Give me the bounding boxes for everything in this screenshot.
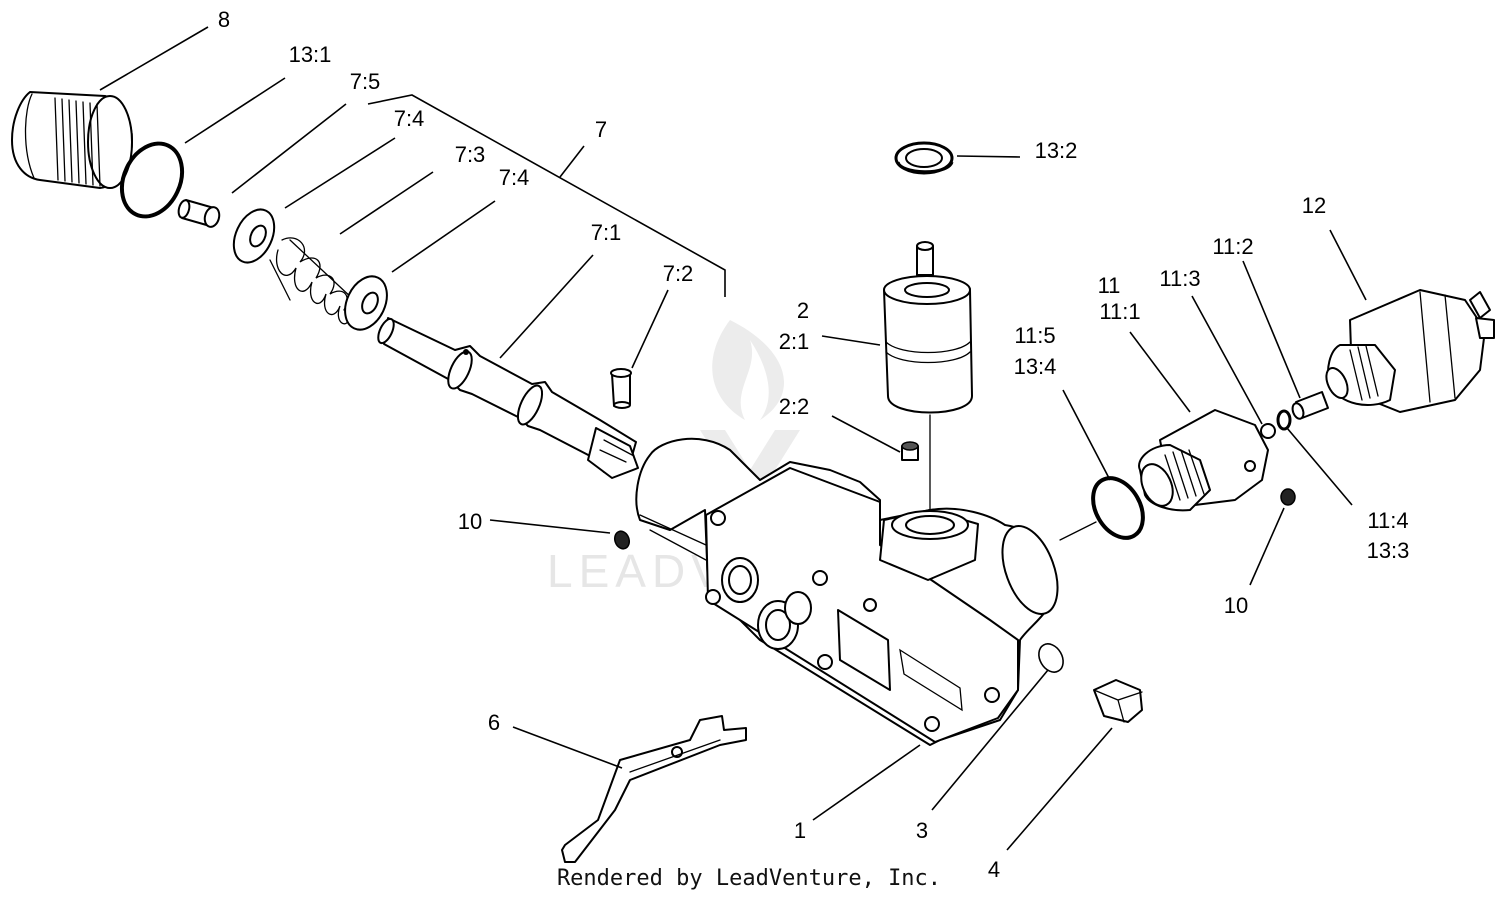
part-13-2-seal (894, 141, 954, 175)
callout-2: 2 (797, 298, 809, 323)
part-11-3-ball (1260, 423, 1276, 439)
part-10-set-screw-left (613, 530, 631, 550)
part-7-4-washer-b (344, 275, 388, 331)
callout-7-3: 7:3 (455, 142, 486, 167)
callout-7-4-a: 7:4 (394, 106, 425, 131)
part-2-cartridge (883, 241, 973, 511)
callout-11-1: 11:1 (1099, 299, 1140, 324)
callout-11-3: 11:3 (1159, 266, 1200, 291)
callout-13-3: 13:3 (1367, 538, 1410, 563)
part-3-o-ring (1038, 643, 1064, 673)
part-4-plug (1093, 679, 1143, 723)
callout-7-1: 7:1 (591, 220, 622, 245)
callout-13-4: 13:4 (1014, 354, 1057, 379)
leader-lines (99, 26, 1367, 851)
part-7-5-pin (177, 199, 221, 228)
part-11-5-o-ring (1059, 476, 1145, 541)
part-6-lever (561, 715, 747, 863)
part-7-1-spool (377, 317, 639, 479)
part-7-2-pin (610, 368, 632, 409)
callout-1: 1 (794, 818, 806, 843)
part-11-2-poppet (1291, 391, 1329, 420)
part-11-4-o-ring (1276, 409, 1292, 431)
callout-7-2: 7:2 (663, 261, 694, 286)
callout-11-5: 11:5 (1014, 323, 1055, 348)
callout-11: 11 (1098, 273, 1121, 298)
part-1-valve-body (635, 437, 1059, 746)
callout-7: 7 (595, 117, 607, 142)
part-12-switch (1325, 289, 1495, 413)
callout-2-1: 2:1 (779, 329, 810, 354)
callout-4: 4 (988, 857, 1000, 882)
callout-10-right: 10 (1224, 593, 1248, 618)
callout-10-left: 10 (458, 509, 482, 534)
callout-3: 3 (916, 818, 928, 843)
part-8-sleeve (11, 91, 133, 189)
callout-12: 12 (1302, 193, 1326, 218)
part-7-3-spring (269, 237, 355, 325)
callout-2-2: 2:2 (779, 394, 810, 419)
callout-labels: 8 13:1 7:5 7:4 7 7:3 7:4 7:1 7:2 13:2 2 … (218, 7, 1410, 882)
callout-11-2: 11:2 (1212, 234, 1253, 259)
credit-text: Rendered by LeadVenture, Inc. (557, 866, 941, 891)
part-11-fitting (1138, 409, 1269, 512)
part-13-1-o-ring (119, 141, 185, 219)
part-2-2-plug (901, 441, 919, 461)
callout-13-2: 13:2 (1035, 138, 1078, 163)
callout-7-5: 7:5 (350, 69, 381, 94)
callout-8: 8 (218, 7, 230, 32)
part-10-set-screw-right (1280, 488, 1296, 506)
callout-11-4: 11:4 (1367, 508, 1408, 533)
callout-13-1: 13:1 (289, 42, 332, 67)
callout-6: 6 (488, 710, 500, 735)
callout-7-4-b: 7:4 (499, 165, 530, 190)
part-7-4-washer-a (232, 208, 276, 264)
